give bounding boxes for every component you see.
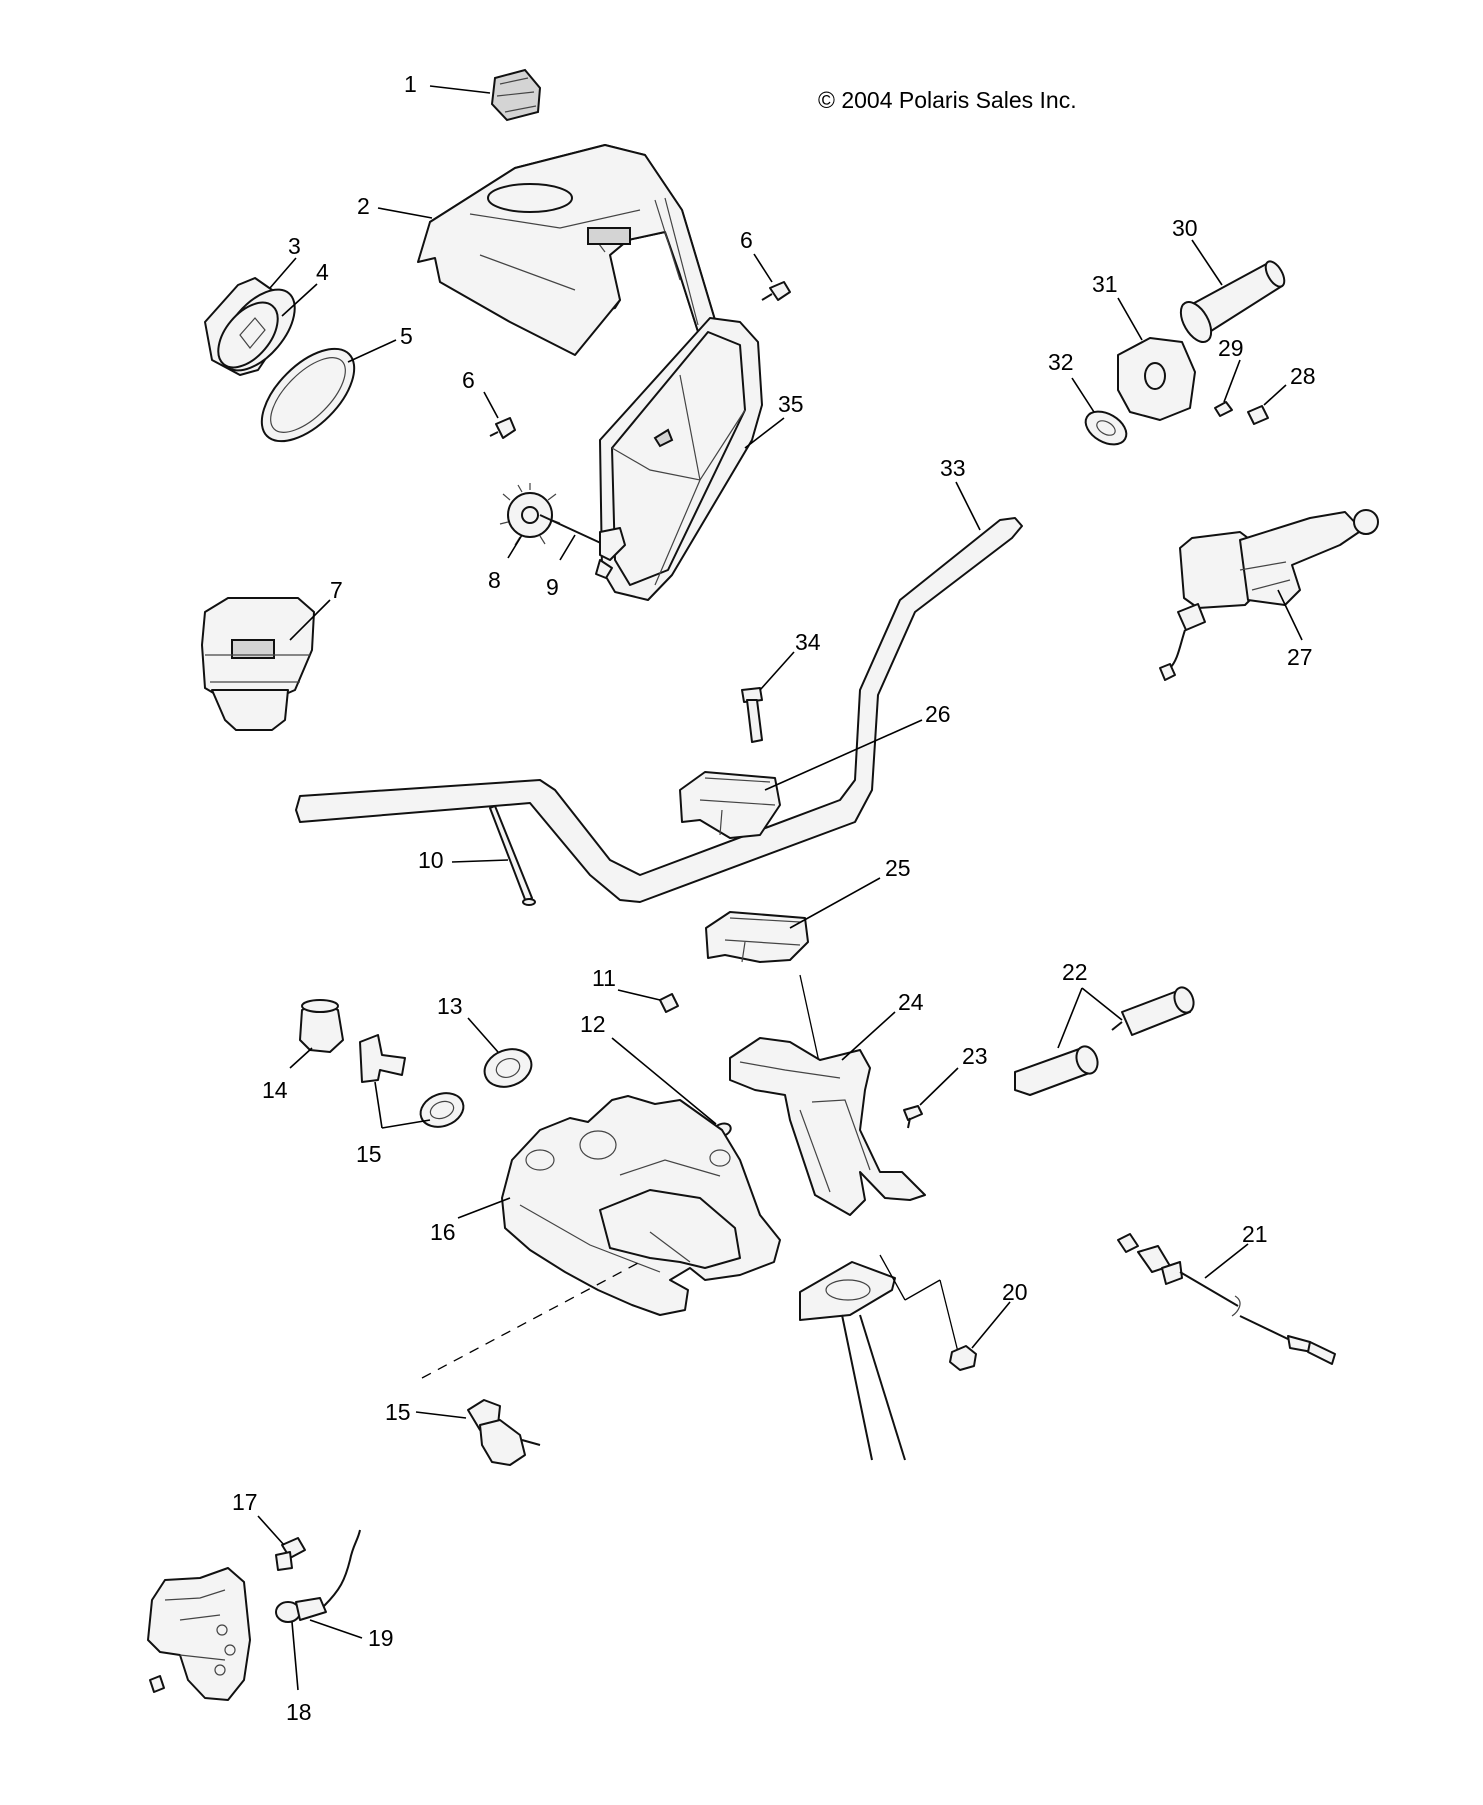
callout-20: 20 bbox=[1002, 1279, 1028, 1305]
callout-19: 19 bbox=[368, 1625, 394, 1651]
callout-31: 31 bbox=[1092, 271, 1118, 297]
part-15-key-plug: 15 bbox=[356, 1034, 465, 1167]
callout-33: 33 bbox=[940, 455, 966, 481]
callout-17: 17 bbox=[232, 1489, 258, 1515]
part-32-washer: 32 bbox=[1048, 349, 1128, 446]
callout-9: 9 bbox=[546, 574, 559, 600]
callout-29: 29 bbox=[1218, 335, 1244, 361]
callout-35: 35 bbox=[778, 391, 804, 417]
part-29-pin: 29 bbox=[1214, 335, 1244, 417]
callout-27: 27 bbox=[1287, 644, 1313, 670]
callout-28: 28 bbox=[1290, 363, 1316, 389]
part-26-upper-clamp: 26 bbox=[679, 701, 951, 839]
callout-21: 21 bbox=[1242, 1221, 1268, 1247]
copyright-notice: © 2004 Polaris Sales Inc. bbox=[818, 87, 1077, 113]
callout-16: 16 bbox=[430, 1219, 456, 1245]
callout-34: 34 bbox=[795, 629, 821, 655]
callout-32: 32 bbox=[1048, 349, 1074, 375]
callout-7: 7 bbox=[330, 577, 343, 603]
callout-6-lower: 6 bbox=[462, 367, 475, 393]
callout-1: 1 bbox=[404, 71, 417, 97]
callout-25: 25 bbox=[885, 855, 911, 881]
part-17-bolt: 17 bbox=[232, 1489, 306, 1571]
part-16-lower-housing: 16 bbox=[421, 1095, 781, 1379]
callout-26: 26 bbox=[925, 701, 951, 727]
part-35-instrument-cluster: 35 bbox=[599, 317, 804, 601]
part-6-screw-upper: 6 bbox=[740, 227, 791, 301]
callout-11: 11 bbox=[592, 965, 616, 991]
callout-2: 2 bbox=[357, 193, 370, 219]
callout-5: 5 bbox=[400, 323, 413, 349]
part-5-bezel-ring: 5 bbox=[260, 323, 413, 443]
part-2-pod-cover: 2 bbox=[357, 144, 719, 356]
part-31-throttle-block: 31 bbox=[1092, 271, 1196, 421]
callout-4: 4 bbox=[316, 259, 329, 285]
part-30-grip: 30 bbox=[1172, 215, 1286, 343]
part-27-brake-lever: 27 bbox=[1159, 509, 1379, 681]
part-34-bolt: 34 bbox=[741, 629, 821, 743]
part-20-nut: 20 bbox=[949, 1279, 1028, 1371]
callout-15-upper: 15 bbox=[356, 1141, 382, 1167]
callout-14: 14 bbox=[262, 1077, 288, 1103]
callout-30: 30 bbox=[1172, 215, 1198, 241]
part-1-switch: 1 bbox=[404, 68, 542, 122]
part-14-cap: 14 bbox=[262, 999, 344, 1103]
callout-13: 13 bbox=[437, 993, 463, 1019]
steering-column bbox=[799, 974, 961, 1461]
part-21-cable: 21 bbox=[1117, 1221, 1336, 1365]
part-33-handlebar: 33 bbox=[295, 455, 1023, 903]
part-25-lower-clamp: 25 bbox=[705, 855, 911, 963]
callout-6-upper: 6 bbox=[740, 227, 753, 253]
callout-24: 24 bbox=[898, 989, 924, 1015]
callout-12: 12 bbox=[580, 1011, 606, 1037]
callout-15-lower: 15 bbox=[385, 1399, 411, 1425]
part-24-bracket: 24 bbox=[729, 989, 926, 1216]
callout-10: 10 bbox=[418, 847, 444, 873]
callout-18: 18 bbox=[286, 1699, 312, 1725]
part-23-screw: 23 bbox=[903, 1043, 988, 1129]
part-22-knob: 22 bbox=[1014, 959, 1195, 1096]
part-7-display-module: 7 bbox=[201, 577, 343, 731]
part-10-rod: 10 bbox=[418, 805, 536, 906]
callout-3: 3 bbox=[288, 233, 301, 259]
caliper-assembly bbox=[147, 1567, 251, 1701]
part-13-grommet: 13 bbox=[437, 993, 533, 1088]
part-8-9-gear-bracket: 8 9 bbox=[488, 483, 626, 600]
part-28-screw: 28 bbox=[1247, 363, 1316, 425]
part-11-clip: 11 bbox=[592, 965, 679, 1013]
callout-8: 8 bbox=[488, 567, 501, 593]
part-6-screw-lower: 6 bbox=[462, 367, 516, 439]
part-18-19-brake-switch: 18 19 bbox=[275, 1529, 394, 1725]
part-3-4-switch-housing: 3 4 bbox=[204, 233, 329, 376]
callout-23: 23 bbox=[962, 1043, 988, 1069]
callout-22: 22 bbox=[1062, 959, 1088, 985]
part-15-lower-switch: 15 bbox=[385, 1399, 541, 1466]
